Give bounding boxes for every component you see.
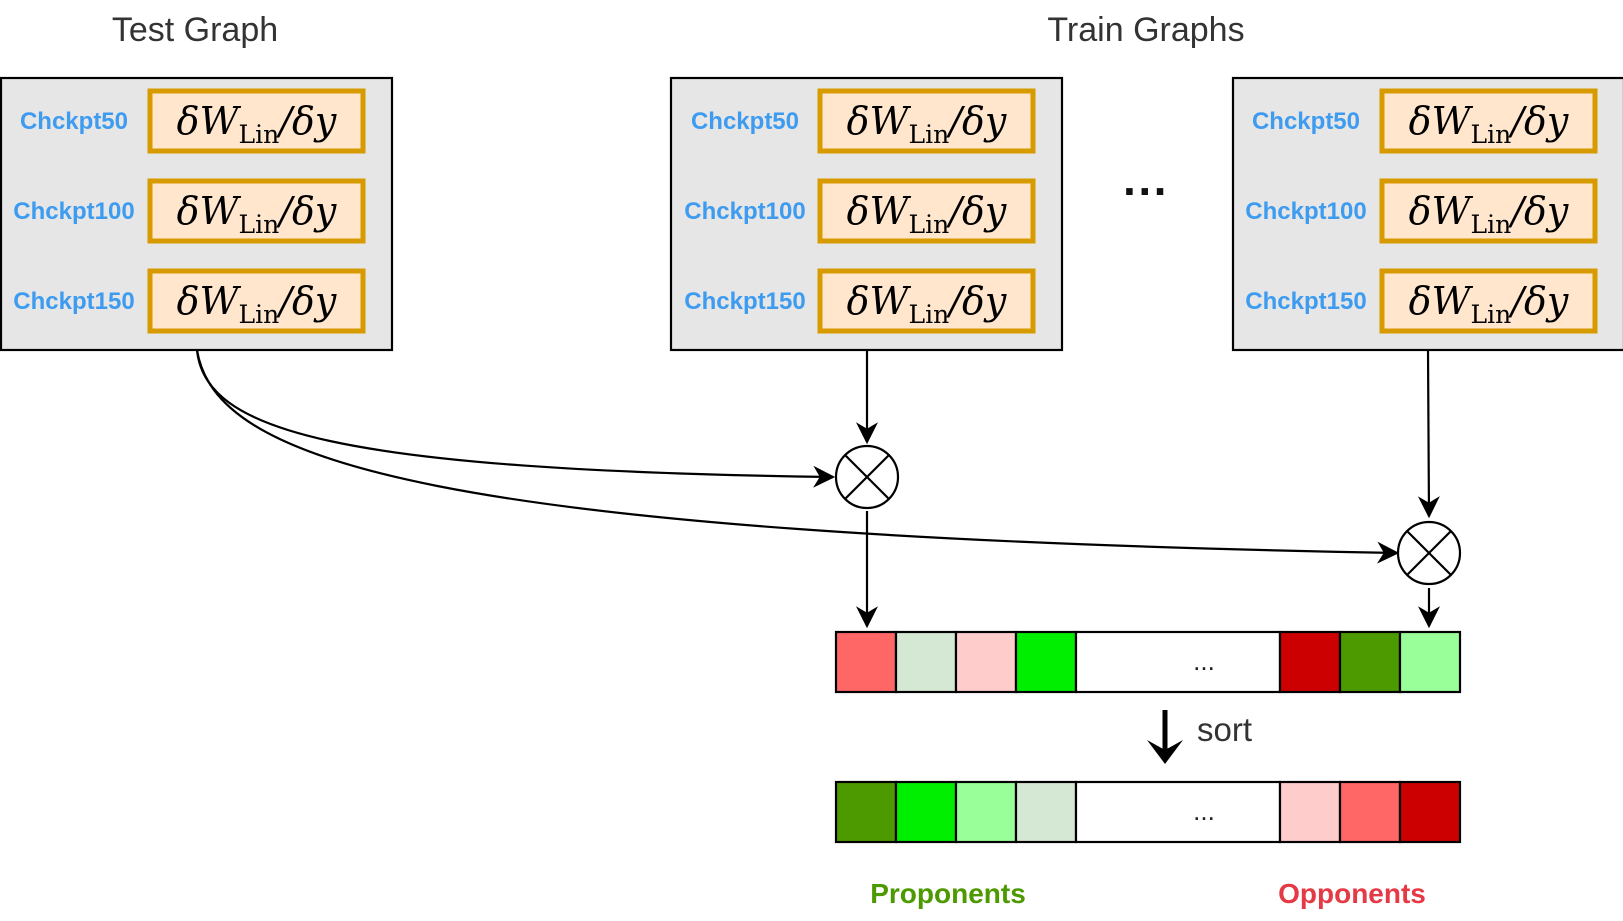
- score-cell: [954, 780, 1018, 844]
- gradient-cell: [147, 88, 366, 154]
- gradient-tail: /δy: [945, 189, 1007, 233]
- gradient-cell: [817, 268, 1036, 334]
- score-cell: [1398, 630, 1462, 694]
- bar-ellipsis-cell: [1074, 630, 1282, 694]
- gradient-main: δW: [177, 279, 242, 323]
- gradient-cell: [1379, 268, 1598, 334]
- score-cell: [1014, 630, 1078, 694]
- score-cell: [834, 780, 898, 844]
- multiply-node-1: [834, 444, 900, 510]
- gradient-subscript: Lin: [239, 120, 280, 149]
- arrow-test-to-multiply-2: [195, 349, 1400, 564]
- gradient-cell: [147, 178, 366, 244]
- gradient-main: δW: [1409, 99, 1474, 143]
- test-graph-title: Test Graph: [112, 11, 278, 49]
- gradient-formula: δWLin/δy: [177, 279, 337, 329]
- gradient-formula: δWLin/δy: [177, 189, 337, 239]
- gradient-formula: δWLin/δy: [1409, 189, 1569, 239]
- gradient-main: δW: [847, 99, 912, 143]
- gradient-subscript: Lin: [1471, 210, 1512, 239]
- gradient-formula: δWLin/δy: [847, 189, 1007, 239]
- score-cell: [1338, 630, 1402, 694]
- gradient-main: δW: [1409, 279, 1474, 323]
- checkpoint-label: Chckpt150: [1245, 288, 1366, 315]
- gradient-cell: [817, 88, 1036, 154]
- score-bar-sorted: ...: [834, 780, 1462, 844]
- gradient-subscript: Lin: [909, 120, 950, 149]
- checkpoint-label: Chckpt100: [684, 198, 805, 225]
- checkpoint-label: Chckpt100: [1245, 198, 1366, 225]
- proponents-label: Proponents: [870, 878, 1026, 909]
- gradient-main: δW: [847, 189, 912, 233]
- score-cell: [834, 630, 898, 694]
- gradient-subscript: Lin: [239, 300, 280, 329]
- checkpoint-label: Chckpt150: [684, 288, 805, 315]
- opponents-label: Opponents: [1278, 878, 1426, 909]
- bar-ellipsis-cell: [1074, 780, 1282, 844]
- gradient-formula: δWLin/δy: [1409, 99, 1569, 149]
- checkpoint-label: Chckpt50: [20, 108, 128, 135]
- gradient-subscript: Lin: [239, 210, 280, 239]
- gradient-main: δW: [177, 189, 242, 233]
- gradient-formula: δWLin/δy: [847, 99, 1007, 149]
- gradient-main: δW: [847, 279, 912, 323]
- gradient-formula: δWLin/δy: [1409, 279, 1569, 329]
- sort-label: sort: [1197, 711, 1252, 748]
- score-cell: [1278, 630, 1342, 694]
- gradient-main: δW: [177, 99, 242, 143]
- gradient-main: δW: [1409, 189, 1474, 233]
- gradient-formula: δWLin/δy: [177, 99, 337, 149]
- gradient-tail: /δy: [1507, 279, 1569, 323]
- bar-ellipsis: ...: [1193, 646, 1215, 676]
- score-cell: [954, 630, 1018, 694]
- gradient-cell: [1379, 178, 1598, 244]
- arrow-train2-to-multiply: [1417, 349, 1440, 519]
- gradient-cell: [817, 178, 1036, 244]
- gradient-formula: δWLin/δy: [847, 279, 1007, 329]
- gradient-subscript: Lin: [909, 210, 950, 239]
- score-bar-unsorted: ...: [834, 630, 1462, 694]
- score-cell: [1278, 780, 1342, 844]
- more-graphs-ellipsis: ···: [1123, 165, 1169, 217]
- gradient-tail: /δy: [275, 189, 337, 233]
- score-cell: [1338, 780, 1402, 844]
- sort-arrow: [1147, 710, 1183, 764]
- checkpoint-label: Chckpt50: [1252, 108, 1360, 135]
- score-cell: [1398, 780, 1462, 844]
- arrow-test-to-multiply-1: [195, 349, 836, 488]
- train-graphs-title: Train Graphs: [1047, 11, 1244, 49]
- score-cell: [894, 780, 958, 844]
- gradient-subscript: Lin: [1471, 300, 1512, 329]
- checkpoint-label: Chckpt50: [691, 108, 799, 135]
- checkpoint-label: Chckpt150: [13, 288, 134, 315]
- gradient-subscript: Lin: [909, 300, 950, 329]
- checkpoint-label: Chckpt100: [13, 198, 134, 225]
- gradient-tail: /δy: [1507, 189, 1569, 233]
- bar-ellipsis: ...: [1193, 796, 1215, 826]
- multiply-node-2: [1396, 520, 1462, 586]
- gradient-cell: [1379, 88, 1598, 154]
- gradient-tail: /δy: [275, 279, 337, 323]
- gradient-tail: /δy: [945, 279, 1007, 323]
- gradient-cell: [147, 268, 366, 334]
- gradient-tail: /δy: [1507, 99, 1569, 143]
- gradient-tail: /δy: [945, 99, 1007, 143]
- gradient-subscript: Lin: [1471, 120, 1512, 149]
- gradient-tail: /δy: [275, 99, 337, 143]
- score-cell: [894, 630, 958, 694]
- score-cell: [1014, 780, 1078, 844]
